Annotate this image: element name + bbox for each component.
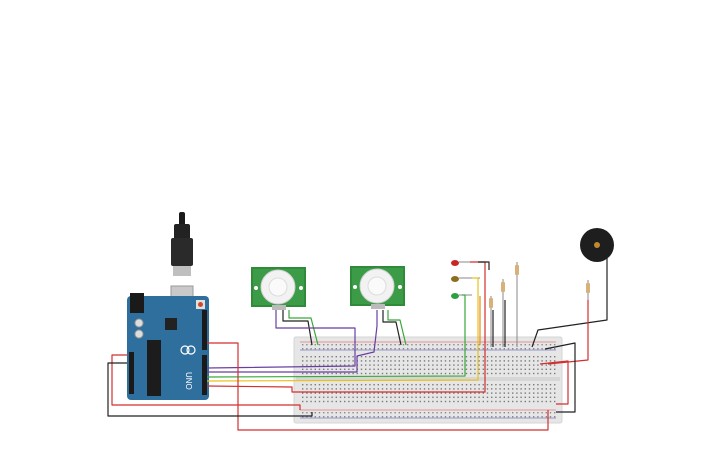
- wire-arduino-red-5v: [207, 342, 549, 431]
- wire-pir2-green: [387, 310, 407, 346]
- wire-led-yellow: [206, 277, 479, 382]
- wire-buzzer-black: [531, 255, 608, 348]
- piezo-buzzer[interactable]: [580, 228, 614, 262]
- led-yellow[interactable]: [451, 276, 480, 282]
- resistor-1[interactable]: [515, 262, 519, 347]
- arduino-uno-label: UNO: [184, 372, 193, 390]
- wire-led-green: [206, 294, 466, 378]
- arduino-uno-board[interactable]: UNO: [127, 212, 209, 400]
- wire-buzzer-red: [547, 300, 589, 365]
- wire-pir1-purple: [206, 310, 356, 369]
- wire-pir2-black: [382, 310, 402, 346]
- wire-pir2-purple: [207, 310, 378, 373]
- wire-pir1-green: [288, 310, 319, 346]
- wire-rail-black: [544, 342, 576, 413]
- pir-sensor-2[interactable]: [350, 266, 405, 309]
- wire-arduino-black-gnd: [107, 362, 313, 417]
- wire-rail-red: [539, 360, 569, 405]
- led-red[interactable]: [451, 260, 485, 266]
- wire-pir1-black: [282, 310, 313, 346]
- breadboard-holes: [302, 344, 556, 418]
- pir-sensor-1[interactable]: [251, 267, 306, 310]
- resistor-4[interactable]: [586, 280, 590, 300]
- usb-cable: [170, 212, 194, 311]
- wire-res-black-3: [478, 261, 490, 270]
- led-green[interactable]: [451, 293, 472, 299]
- wires: [107, 255, 608, 431]
- wire-arduino-red-left: [111, 354, 301, 410]
- resistor-2[interactable]: [501, 279, 505, 347]
- resistor-3[interactable]: [489, 296, 493, 347]
